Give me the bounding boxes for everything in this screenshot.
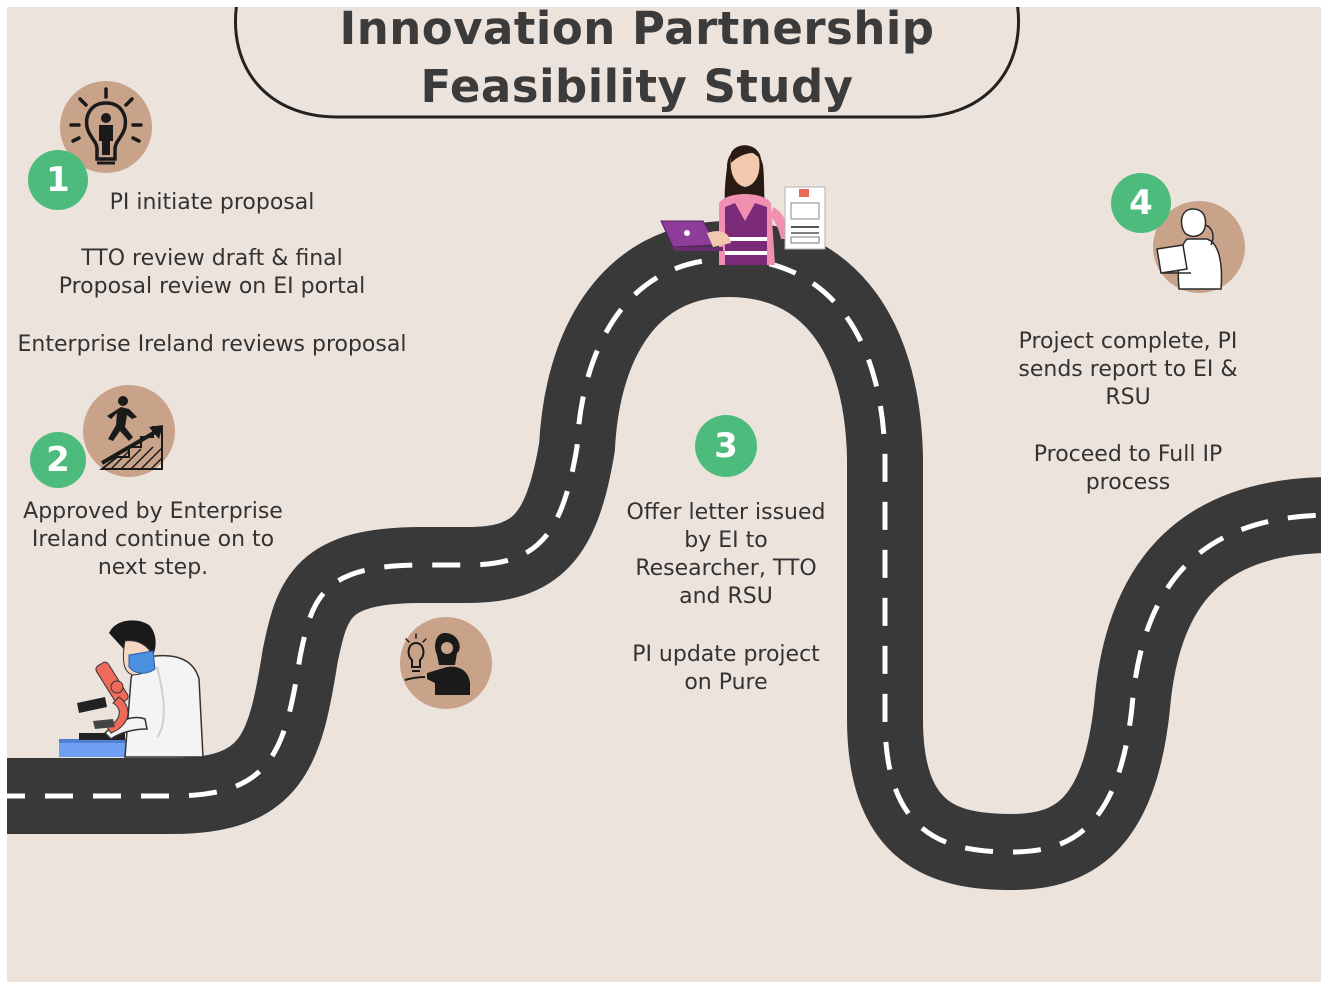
woman-with-laptop-icon: [1153, 201, 1245, 293]
step1-text-tto-review: TTO review draft & final Proposal review…: [58, 246, 366, 299]
idea-presenter-icon: [400, 617, 492, 709]
roadmap-scene: 1 2 3 4: [7, 7, 1321, 890]
businesswoman-laptop-illustration: [660, 145, 826, 265]
step1-text-initiate: PI initiate proposal: [109, 190, 315, 215]
step2-text-approved: Approved by Enterprise Ireland continue …: [23, 499, 283, 580]
step-badge-2: 2: [30, 432, 86, 488]
climbing-stairs-icon: [83, 385, 175, 477]
step-number: 4: [1129, 183, 1153, 223]
scientist-microscope-illustration: [59, 620, 204, 758]
step-number: 3: [714, 426, 738, 466]
step-badge-4: 4: [1111, 173, 1171, 233]
step-badge-3: 3: [695, 415, 757, 477]
step3-text-pure-update: PI update project on Pure: [632, 642, 820, 695]
title-frame: [234, 7, 1020, 119]
step-badge-1: 1: [28, 150, 88, 210]
lightbulb-person-icon: [60, 81, 152, 173]
title-line-2: Feasibility Study: [420, 60, 854, 113]
title-line-1: Innovation Partnership: [339, 7, 935, 55]
step1-text-ei-review: Enterprise Ireland reviews proposal: [17, 332, 407, 357]
step-number: 2: [46, 440, 70, 480]
step3-text-offer-letter: Offer letter issued by EI to Researcher,…: [626, 500, 826, 609]
road-center-dashes: [7, 256, 1321, 855]
step-number: 1: [46, 160, 70, 200]
step4-text-full-ip: Proceed to Full IP process: [1033, 442, 1223, 495]
infographic-canvas: 1 2 3 4 Innovation Partnership Feasibili…: [7, 7, 1321, 982]
step4-text-project-complete: Project complete, PI sends report to EI …: [1018, 329, 1238, 410]
